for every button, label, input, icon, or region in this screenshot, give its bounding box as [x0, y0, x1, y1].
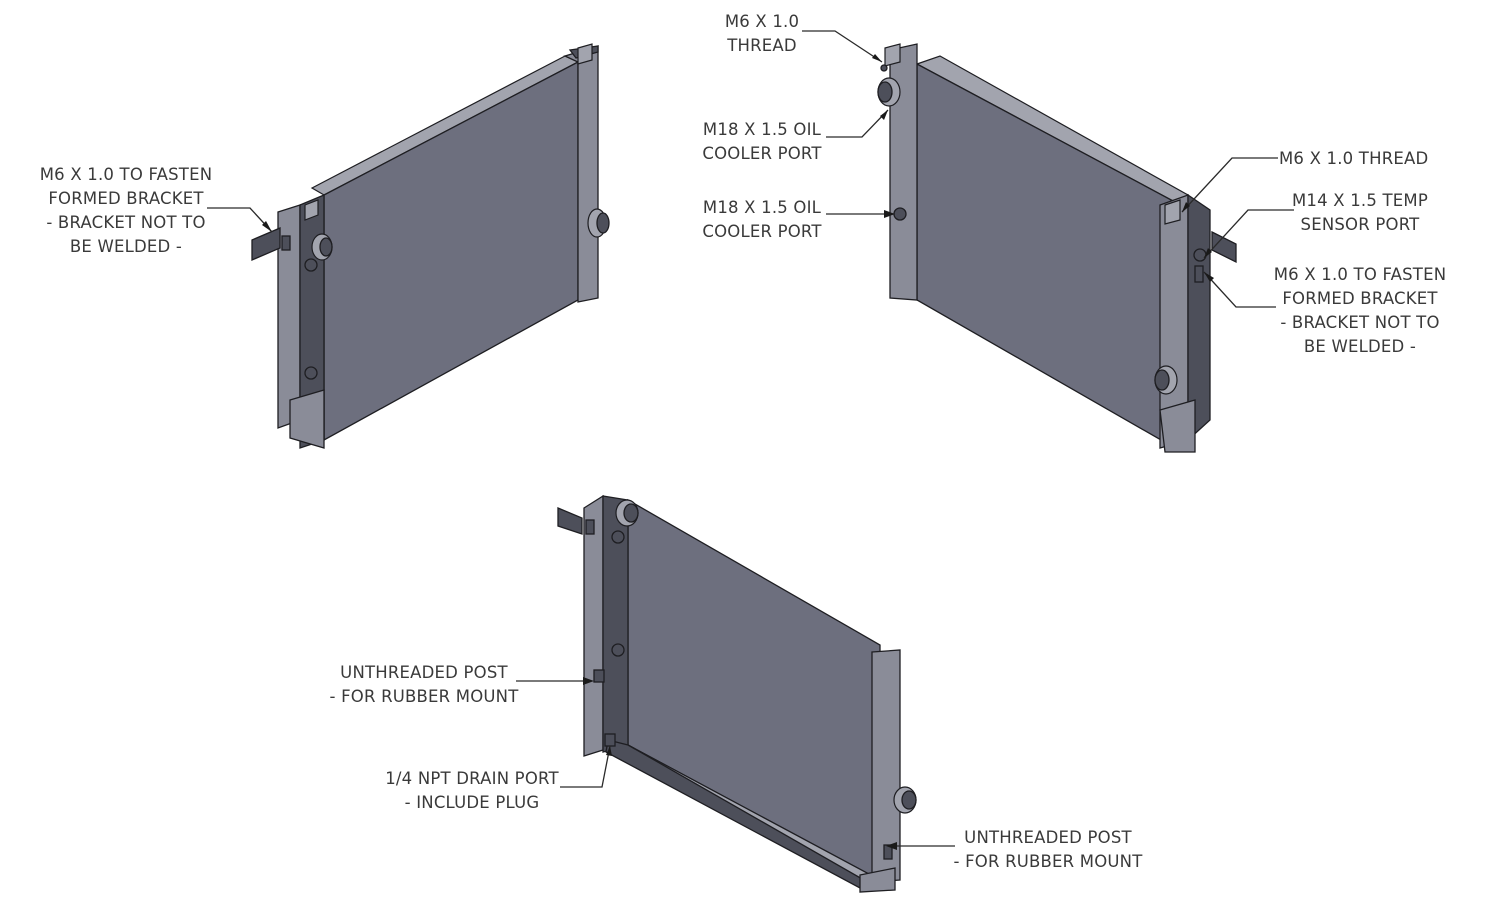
callout-thread-top: M6 X 1.0 THREAD: [712, 10, 812, 58]
callout-line: UNTHREADED POST: [340, 663, 508, 682]
callout-line: - INCLUDE PLUG: [404, 793, 540, 812]
callout-oil-cooler-port-2: M18 X 1.5 OIL COOLER PORT: [692, 196, 832, 244]
callout-line: - FOR RUBBER MOUNT: [329, 687, 519, 706]
callout-line: SENSOR PORT: [1300, 215, 1420, 234]
callout-unthreaded-post-left: UNTHREADED POST - FOR RUBBER MOUNT: [326, 661, 522, 709]
callout-line: - BRACKET NOT TO: [46, 213, 206, 232]
leader-bracket-right: [1203, 271, 1276, 308]
callout-line: M18 X 1.5 OIL: [702, 120, 822, 139]
callout-line: COOLER PORT: [702, 144, 822, 163]
leader-thread-top: [802, 30, 883, 63]
callout-line: - BRACKET NOT TO: [1280, 313, 1440, 332]
formed-bracket: [251, 227, 281, 261]
leader-temp-sensor: [1203, 209, 1294, 259]
callout-line: FORMED BRACKET: [1282, 289, 1438, 308]
callout-temp-sensor-port: M14 X 1.5 TEMP SENSOR PORT: [1290, 189, 1430, 237]
leader-unthreaded-right: [886, 842, 955, 850]
callout-oil-cooler-port-1: M18 X 1.5 OIL COOLER PORT: [692, 118, 832, 166]
callout-line: 1/4 NPT DRAIN PORT: [385, 769, 559, 788]
callout-line: FORMED BRACKET: [48, 189, 204, 208]
callout-thread-right: M6 X 1.0 THREAD: [1279, 147, 1428, 171]
leader-oil-port-1: [826, 109, 889, 138]
callout-line: THREAD: [727, 36, 797, 55]
callout-line: M6 X 1.0 THREAD: [1279, 149, 1429, 168]
leader-bracket-fasten: [207, 207, 273, 233]
leader-oil-port-2: [826, 210, 895, 218]
callout-bracket-fasten-left: M6 X 1.0 TO FASTEN FORMED BRACKET - BRAC…: [36, 163, 216, 259]
callout-bracket-fasten-right: M6 X 1.0 TO FASTEN FORMED BRACKET - BRAC…: [1270, 263, 1450, 359]
leader-drain-port: [560, 745, 612, 788]
callout-line: M14 X 1.5 TEMP: [1291, 191, 1428, 210]
radiator-bottom-view: [557, 494, 917, 893]
callout-line: BE WELDED -: [1303, 337, 1417, 356]
callout-unthreaded-post-right: UNTHREADED POST - FOR RUBBER MOUNT: [950, 826, 1146, 874]
callout-line: UNTHREADED POST: [964, 828, 1132, 847]
callout-drain-port: 1/4 NPT DRAIN PORT - INCLUDE PLUG: [380, 767, 564, 815]
callout-line: M6 X 1.0: [724, 12, 800, 31]
callout-line: M6 X 1.0 TO FASTEN: [1273, 265, 1447, 284]
callout-line: - FOR RUBBER MOUNT: [953, 852, 1143, 871]
callout-line: COOLER PORT: [702, 222, 822, 241]
leader-thread-right: [1181, 157, 1278, 213]
leader-unthreaded-left: [516, 677, 594, 685]
callout-line: BE WELDED -: [69, 237, 183, 256]
radiator-right-view: [877, 43, 1237, 453]
callout-line: M6 X 1.0 TO FASTEN: [39, 165, 213, 184]
callout-line: M18 X 1.5 OIL: [702, 198, 822, 217]
radiator-left-view: [251, 43, 610, 449]
